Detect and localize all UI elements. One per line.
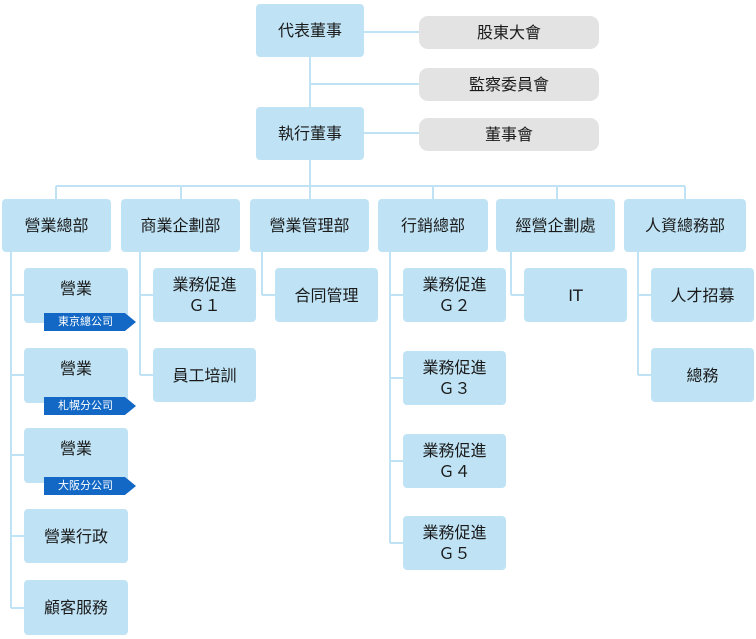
node-label: 執行董事 bbox=[277, 124, 342, 143]
node-label-line2: Ｇ５ bbox=[438, 544, 471, 563]
unit-it: IT bbox=[524, 268, 627, 322]
dept-planning: 商業企劃部 bbox=[121, 199, 240, 252]
node-label: 代表董事 bbox=[277, 21, 342, 40]
node-coo: 執行董事 bbox=[256, 107, 364, 160]
unit-promotion-g3: 業務促進 Ｇ３ bbox=[403, 351, 506, 405]
node-label-line1: 業務促進 bbox=[422, 441, 487, 460]
node-label: 營業 bbox=[59, 279, 92, 298]
dept-sales: 營業總部 bbox=[2, 199, 111, 252]
node-label: 營業管理部 bbox=[269, 216, 350, 235]
node-label: 顧客服務 bbox=[43, 598, 108, 617]
unit-contract-management: 合同管理 bbox=[275, 268, 378, 322]
tag-sapporo-branch: 札幌分公司 bbox=[44, 397, 136, 415]
unit-customer-service: 顧客服務 bbox=[24, 580, 128, 635]
dept-management: 營業管理部 bbox=[250, 199, 369, 252]
dept-hr-admin: 人資總務部 bbox=[624, 199, 746, 252]
node-board: 董事會 bbox=[419, 118, 599, 151]
unit-general-affairs: 總務 bbox=[651, 348, 754, 402]
node-label-line2: Ｇ４ bbox=[438, 462, 471, 481]
unit-recruitment: 人才招募 bbox=[651, 268, 754, 322]
node-label-line1: 業務促進 bbox=[422, 275, 487, 294]
unit-promotion-g5: 業務促進 Ｇ５ bbox=[403, 516, 506, 570]
node-audit-committee: 監察委員會 bbox=[419, 68, 599, 101]
unit-staff-training: 員工培訓 bbox=[153, 348, 256, 402]
node-label: 商業企劃部 bbox=[140, 216, 221, 235]
node-label: 人才招募 bbox=[670, 285, 735, 305]
node-label-line2: Ｇ３ bbox=[438, 379, 471, 398]
node-label: 總務 bbox=[686, 365, 719, 385]
unit-sales-sapporo: 營業 bbox=[24, 348, 128, 403]
node-shareholders: 股東大會 bbox=[419, 16, 599, 49]
node-label: 監察委員會 bbox=[468, 75, 549, 94]
unit-sales-admin: 營業行政 bbox=[24, 509, 128, 563]
node-label: 人資總務部 bbox=[644, 216, 725, 235]
dept-marketing: 行銷總部 bbox=[378, 199, 488, 252]
unit-sales-osaka: 營業 bbox=[24, 428, 128, 483]
node-label: 經營企劃處 bbox=[515, 216, 596, 235]
node-label: 營業總部 bbox=[24, 216, 89, 235]
node-label: 董事會 bbox=[484, 125, 533, 144]
node-label-line1: 業務促進 bbox=[422, 358, 487, 377]
unit-promotion-g2: 業務促進 Ｇ２ bbox=[403, 268, 506, 322]
dept-strategy: 經營企劃處 bbox=[496, 199, 615, 252]
tag-osaka-branch: 大阪分公司 bbox=[44, 477, 136, 495]
node-label-line2: Ｇ２ bbox=[438, 296, 471, 315]
node-ceo: 代表董事 bbox=[256, 4, 364, 57]
node-label: 股東大會 bbox=[476, 23, 541, 42]
node-label: 營業 bbox=[59, 359, 92, 378]
node-label-line2: Ｇ１ bbox=[188, 296, 221, 315]
unit-promotion-g4: 業務促進 Ｇ４ bbox=[403, 434, 506, 488]
node-label-line1: 業務促進 bbox=[422, 523, 487, 542]
node-label: 員工培訓 bbox=[172, 365, 237, 385]
unit-promotion-g1: 業務促進 Ｇ１ bbox=[153, 268, 256, 322]
node-label: 營業 bbox=[59, 439, 92, 458]
node-label: 行銷總部 bbox=[400, 216, 465, 235]
tag-tokyo-office: 東京總公司 bbox=[44, 313, 136, 331]
node-label: IT bbox=[568, 285, 583, 305]
node-label: 合同管理 bbox=[294, 285, 359, 305]
node-label-line1: 業務促進 bbox=[172, 275, 237, 294]
node-label: 營業行政 bbox=[43, 526, 108, 546]
